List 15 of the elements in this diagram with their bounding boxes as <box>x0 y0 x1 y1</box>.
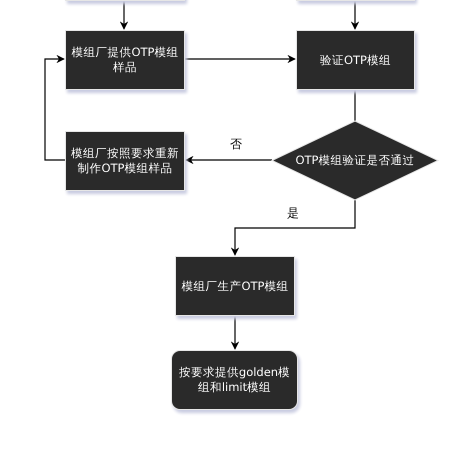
arrow <box>185 54 296 64</box>
process-box: 验证OTP模组 <box>296 30 415 90</box>
arrow <box>44 54 65 161</box>
decision-diamond: OTP模组验证是否通过 <box>272 121 438 200</box>
edge-label: 是 <box>286 206 300 220</box>
arrow <box>230 316 240 350</box>
terminal-box: 按要求提供golden模组和limit模组 <box>171 350 298 410</box>
arrow <box>350 1 360 30</box>
process-box: 模组厂按照要求重新制作OTP模组样品 <box>65 131 185 191</box>
process-box: 模组厂生产OTP模组 <box>175 256 295 316</box>
process-box: 模组厂提供OTP模组样品 <box>65 30 185 90</box>
edge-label: 否 <box>229 137 243 151</box>
arrow <box>120 1 128 30</box>
arrow <box>185 156 272 164</box>
arrow <box>230 200 356 256</box>
